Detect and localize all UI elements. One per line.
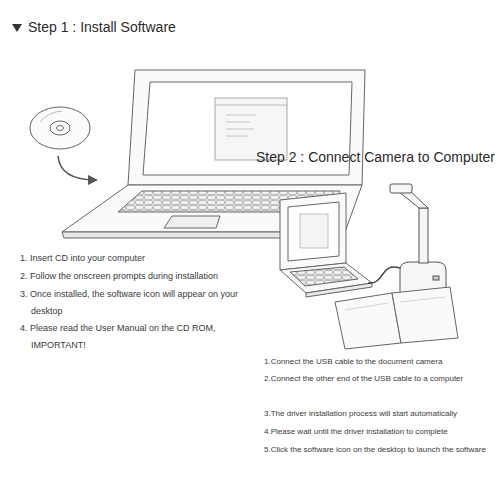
document-camera [390, 184, 446, 298]
usb-cable [368, 267, 400, 283]
insert-arrow [58, 156, 96, 180]
cd-disc [30, 107, 90, 149]
bullet-triangle [12, 24, 22, 32]
instruction-step: 1.Connect the USB cable to the document … [264, 354, 494, 370]
instruction-step: 3.The driver installation process will s… [264, 406, 494, 422]
step-heading: Step 1 : Install Software [28, 18, 248, 36]
instruction-step: 2.Connect the other end of the USB cable… [264, 371, 494, 387]
step-heading: Step 2 : Connect Camera to Computer [256, 148, 496, 166]
instruction-step: 3. Once installed, the software icon wil… [20, 286, 259, 320]
instruction-step: 1. Insert CD into your computer [20, 250, 259, 267]
instruction-step: 2. Follow the onscreen prompts during in… [20, 268, 259, 285]
instruction-step: 5.Click the software icon on the desktop… [264, 442, 494, 458]
instruction-step: 4.Please wait until the driver installat… [264, 424, 494, 440]
instruction-step: 4. Please read the User Manual on the CD… [20, 320, 259, 354]
open-book [335, 287, 458, 349]
laptop-drawing [280, 193, 372, 297]
